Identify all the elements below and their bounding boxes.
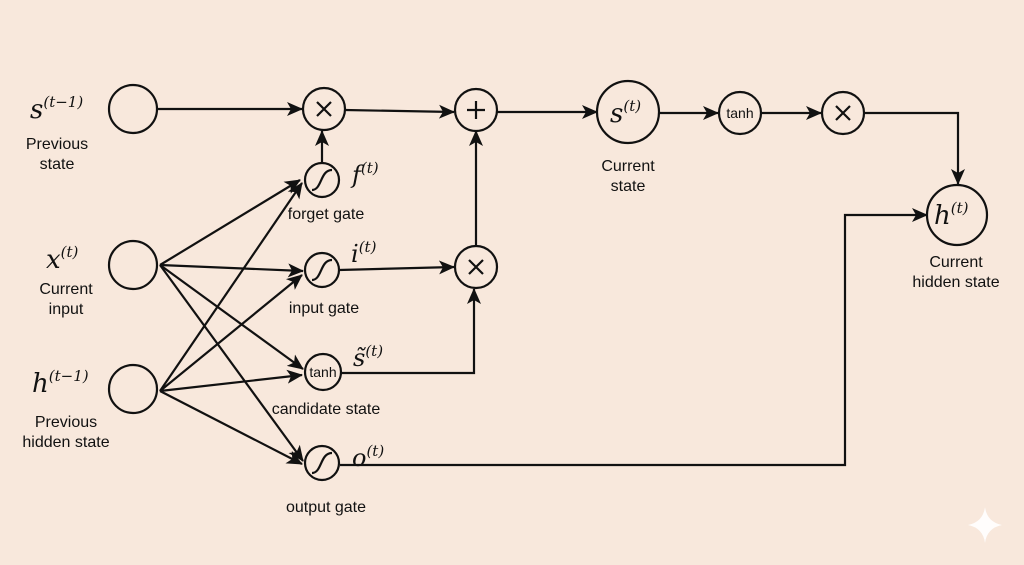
forget-gate: f(t) forget gate	[288, 159, 379, 223]
forget-multiply-node	[301, 86, 347, 132]
edge-mult-to-add	[344, 104, 455, 119]
edge-x-to-forget	[159, 179, 301, 266]
current-state-label-2: state	[611, 178, 646, 195]
input-gate-label: input gate	[289, 300, 359, 317]
output-tanh-node: tanh	[717, 90, 763, 136]
sigmoid-icon	[311, 258, 333, 282]
multiply-icon	[835, 105, 851, 121]
current-hidden-label-2: hidden state	[912, 274, 999, 291]
edge-x-to-candidate	[159, 264, 304, 370]
output-multiply-node	[820, 90, 866, 136]
add-node	[453, 87, 499, 133]
forget-gate-label: forget gate	[288, 206, 365, 223]
prev-hidden-label-2: hidden state	[22, 434, 109, 451]
current-hidden-symbol: h(t)	[934, 199, 969, 231]
output-symbol: o(t)	[352, 442, 384, 472]
prev-state-symbol: s(t−1)	[30, 93, 83, 125]
input-symbol: i(t)	[351, 238, 377, 268]
node-current-input: x(t) Current input	[39, 239, 159, 318]
prev-state-label: Previous	[26, 136, 88, 153]
prev-state-label-2: state	[40, 156, 75, 173]
sparkle-icon	[968, 507, 1002, 543]
node-prev-state: s(t−1) Previous state	[26, 83, 159, 173]
current-input-label-2: input	[49, 301, 84, 318]
current-input-symbol: x(t)	[46, 243, 79, 275]
forget-symbol: f(t)	[350, 159, 379, 189]
edges	[157, 102, 965, 467]
candidate-symbol: s̃(t)	[353, 342, 383, 372]
tanh-label: tanh	[309, 364, 336, 380]
tanh-label: tanh	[726, 105, 753, 121]
current-input-label: Current	[39, 281, 93, 298]
candidate-gate: tanh s̃(t) candidate state	[272, 342, 383, 418]
output-gate: o(t) output gate	[286, 442, 384, 516]
edge-x-to-output	[159, 264, 304, 462]
prev-hidden-symbol: h(t−1)	[32, 367, 89, 399]
plus-icon	[467, 101, 485, 119]
sigmoid-icon	[311, 168, 333, 192]
output-gate-label: output gate	[286, 499, 366, 516]
edge-x-to-input	[159, 263, 304, 278]
edge-input-gate-to-mult	[338, 260, 455, 275]
current-state-label: Current	[601, 158, 655, 175]
edge-mult-to-hidden	[865, 111, 965, 185]
edge-h-to-forget	[159, 182, 303, 392]
node-current-state: s(t) Current state	[595, 79, 661, 195]
prev-hidden-label: Previous	[35, 414, 97, 431]
edge-h-to-output	[159, 390, 303, 465]
edge-output-gate-to-hidden	[340, 208, 928, 467]
node-prev-hidden: h(t−1) Previous hidden state	[22, 363, 159, 451]
multiply-icon	[316, 101, 332, 117]
input-gate: i(t) input gate	[289, 238, 377, 317]
sigmoid-icon	[311, 451, 333, 475]
node-current-hidden: h(t) Current hidden state	[912, 183, 1000, 291]
current-state-symbol: s(t)	[610, 97, 641, 129]
edge-h-to-candidate	[159, 369, 303, 393]
edge-candidate-to-mult	[340, 288, 481, 375]
multiply-icon	[468, 259, 484, 275]
input-multiply-node	[453, 244, 499, 290]
current-hidden-label: Current	[929, 254, 983, 271]
edge-h-to-input	[159, 274, 303, 392]
candidate-gate-label: candidate state	[272, 401, 381, 418]
